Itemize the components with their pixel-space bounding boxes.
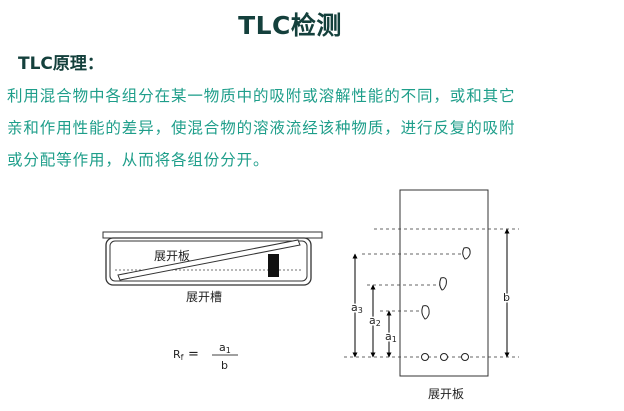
tank-inner bbox=[109, 240, 308, 282]
spot-3 bbox=[462, 247, 471, 260]
origin-spot bbox=[440, 353, 448, 361]
svg-text:=: = bbox=[188, 347, 199, 362]
principle-heading: TLC原理： bbox=[18, 54, 104, 74]
a2-label: a2 bbox=[369, 314, 381, 328]
principle-line: 亲和作用性能的差异，使混合物的溶液流经该种物质，进行反复的吸附 bbox=[7, 119, 516, 137]
plate-label: 展开板 bbox=[154, 249, 190, 263]
tlc-plate-in-tank bbox=[117, 239, 301, 281]
a1-label: a1 bbox=[385, 330, 397, 344]
tank-lid bbox=[102, 231, 323, 239]
origin-spot bbox=[421, 353, 429, 361]
principle-line: 利用混合物中各组分在某一物质中的吸附或溶解性能的不同，或和其它 bbox=[7, 87, 516, 105]
tank-label: 展开槽 bbox=[186, 290, 222, 304]
svg-text:b: b bbox=[221, 359, 228, 372]
principle-line: 或分配等作用，从而将各组份分开。 bbox=[7, 151, 270, 169]
plate-support-block bbox=[268, 254, 279, 277]
principle-paragraph: 利用混合物中各组分在某一物质中的吸附或溶解性能的不同，或和其它 亲和作用性能的差… bbox=[7, 80, 619, 176]
page-title: TLC检测 bbox=[238, 11, 342, 40]
origin-spot bbox=[461, 353, 469, 361]
spot-2 bbox=[439, 277, 447, 291]
a3-label: a3 bbox=[351, 301, 363, 315]
rf-formula: Rf = a1 b bbox=[173, 341, 238, 372]
spot-1 bbox=[421, 305, 430, 320]
tlc-plate: a3 a2 a1 b 展开板 bbox=[344, 189, 519, 401]
svg-text:Rf: Rf bbox=[173, 348, 184, 362]
svg-text:a1: a1 bbox=[219, 341, 231, 355]
plate-bottom-label: 展开板 bbox=[428, 387, 464, 401]
b-label: b bbox=[503, 291, 510, 304]
developing-tank: 展开板 展开槽 bbox=[102, 231, 323, 304]
